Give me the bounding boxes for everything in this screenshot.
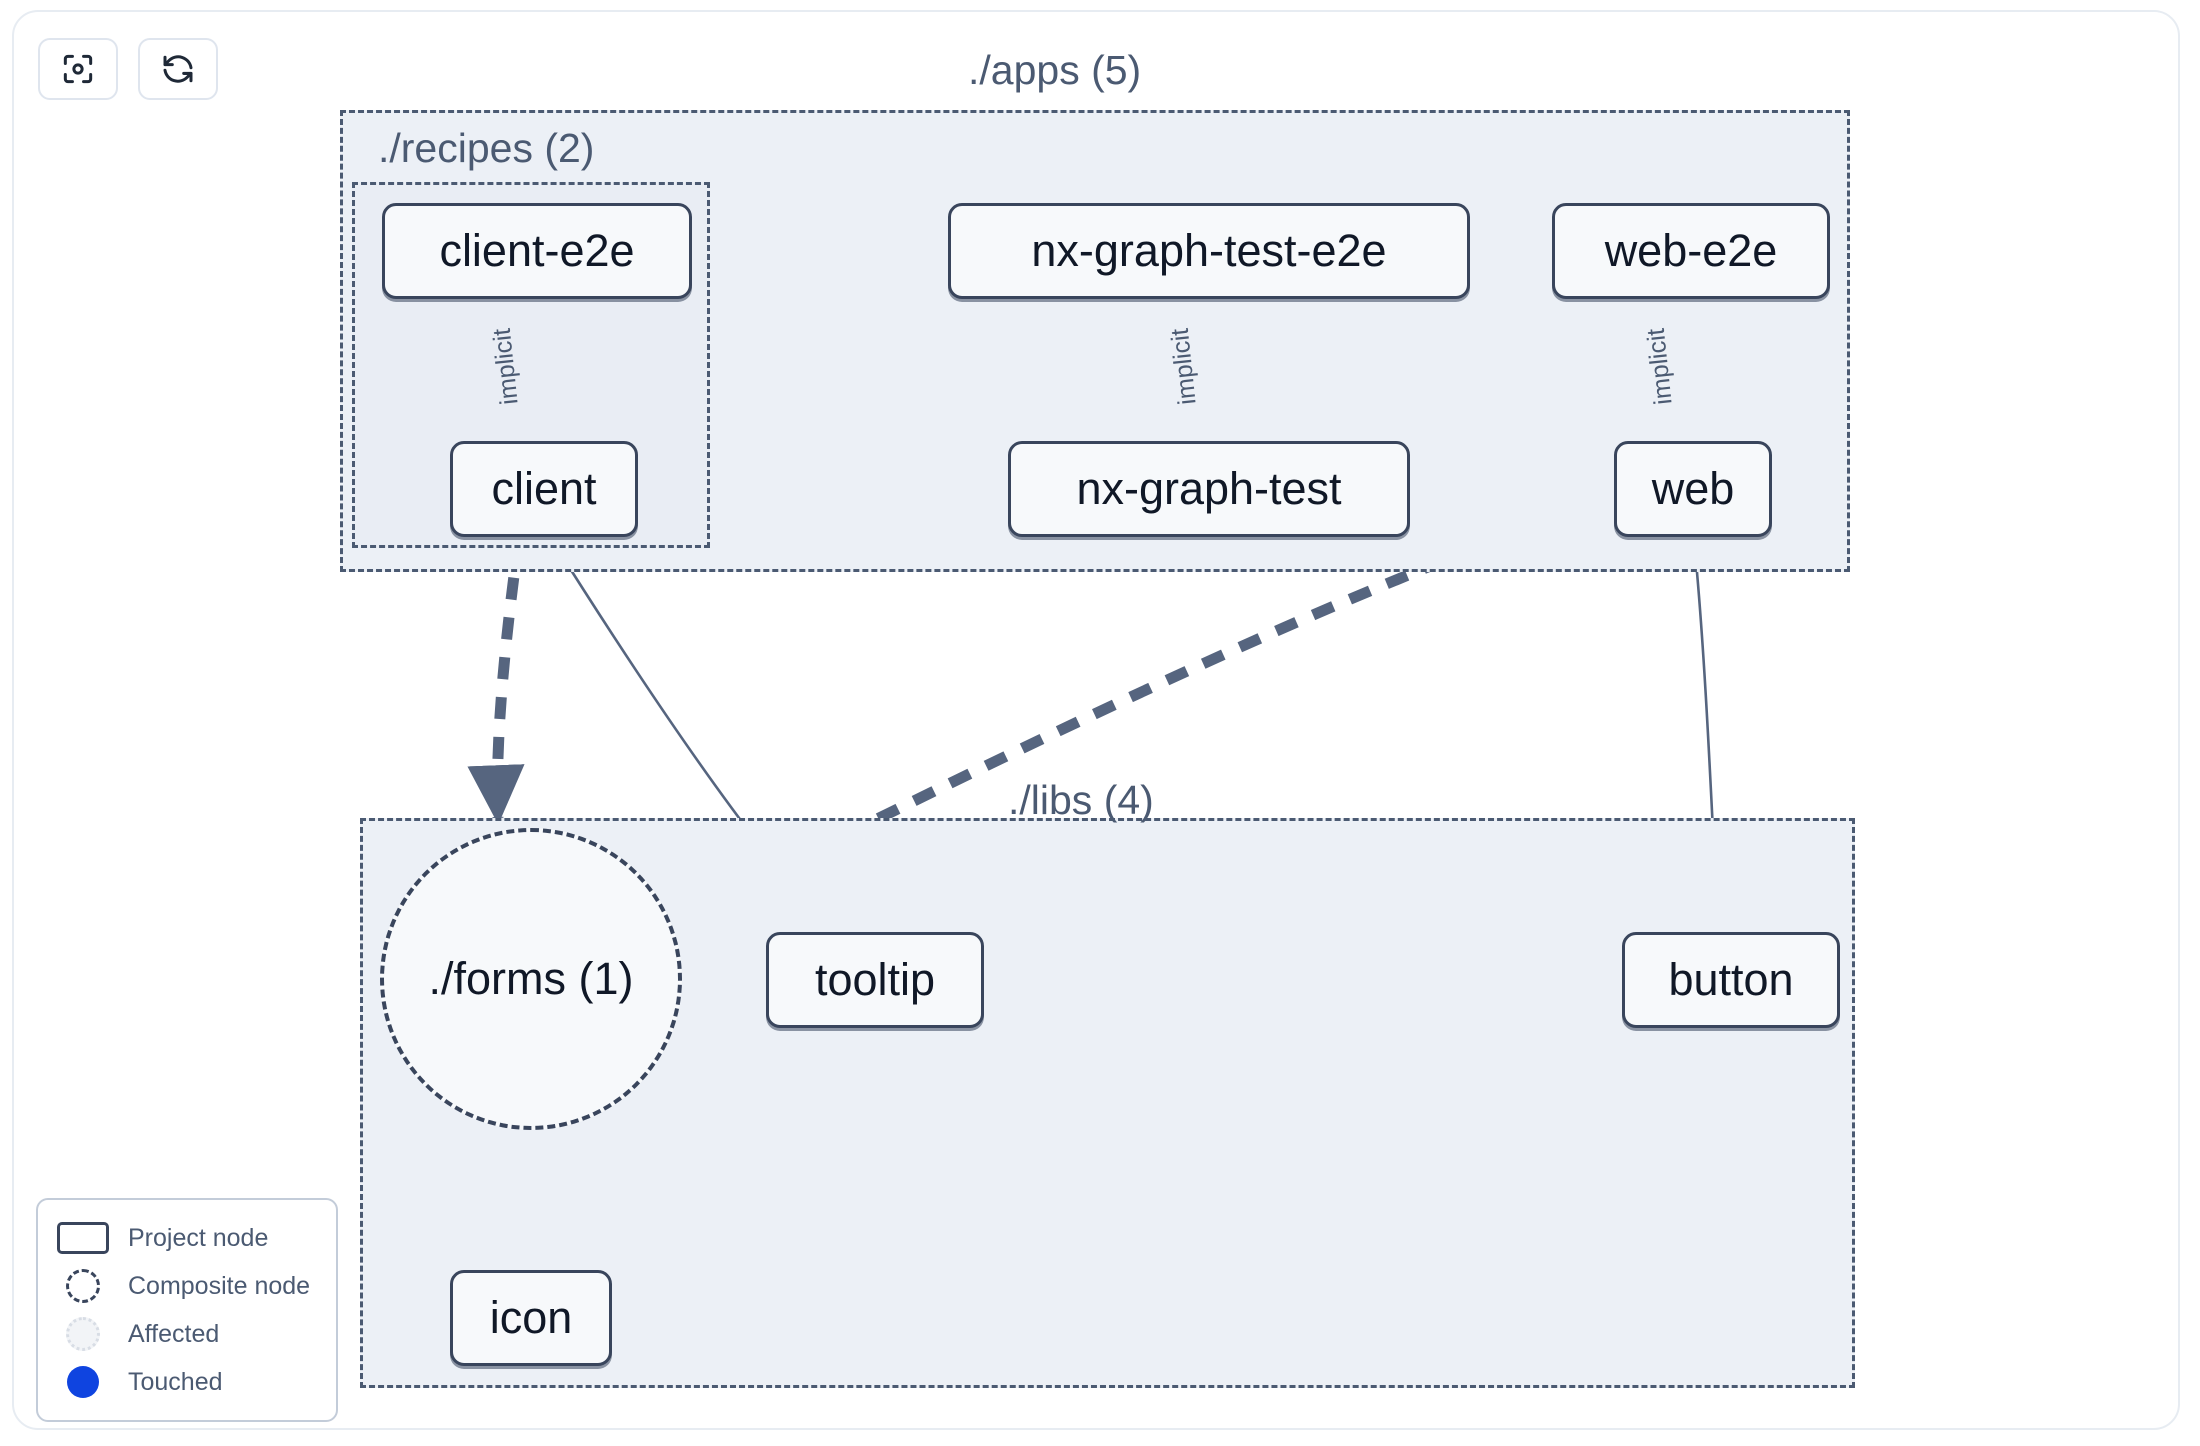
legend-label-project-node: Project node <box>128 1223 269 1252</box>
legend-item-composite-node: Composite node <box>56 1262 318 1310</box>
node-client[interactable]: client <box>450 441 638 537</box>
refresh-graph-button[interactable] <box>138 38 218 100</box>
node-forms-composite[interactable]: ./forms (1) <box>380 828 682 1130</box>
node-button[interactable]: button <box>1622 932 1840 1028</box>
graph-legend: Project node Composite node Affected Tou… <box>36 1198 338 1422</box>
legend-item-project-node: Project node <box>56 1214 318 1262</box>
node-nx-graph-test-e2e[interactable]: nx-graph-test-e2e <box>948 203 1470 299</box>
project-node-swatch <box>56 1222 110 1254</box>
group-label-libs: ./libs (4) <box>1008 777 1154 823</box>
focus-graph-button[interactable] <box>38 38 118 100</box>
legend-label-touched: Touched <box>128 1367 223 1396</box>
composite-node-swatch <box>56 1269 110 1303</box>
node-tooltip[interactable]: tooltip <box>766 932 984 1028</box>
affected-swatch <box>56 1317 110 1351</box>
node-web-e2e[interactable]: web-e2e <box>1552 203 1830 299</box>
touched-swatch <box>56 1366 110 1398</box>
focus-target-icon <box>59 50 97 88</box>
legend-item-touched: Touched <box>56 1358 318 1406</box>
legend-item-affected: Affected <box>56 1310 318 1358</box>
refresh-icon <box>159 50 197 88</box>
node-client-e2e[interactable]: client-e2e <box>382 203 692 299</box>
legend-label-affected: Affected <box>128 1319 220 1348</box>
group-label-recipes: ./recipes (2) <box>378 125 595 171</box>
node-nx-graph-test[interactable]: nx-graph-test <box>1008 441 1410 537</box>
legend-label-composite-node: Composite node <box>128 1271 311 1300</box>
node-web[interactable]: web <box>1614 441 1772 537</box>
graph-toolbar <box>38 38 218 100</box>
node-icon[interactable]: icon <box>450 1270 612 1366</box>
group-label-apps: ./apps (5) <box>968 47 1142 93</box>
